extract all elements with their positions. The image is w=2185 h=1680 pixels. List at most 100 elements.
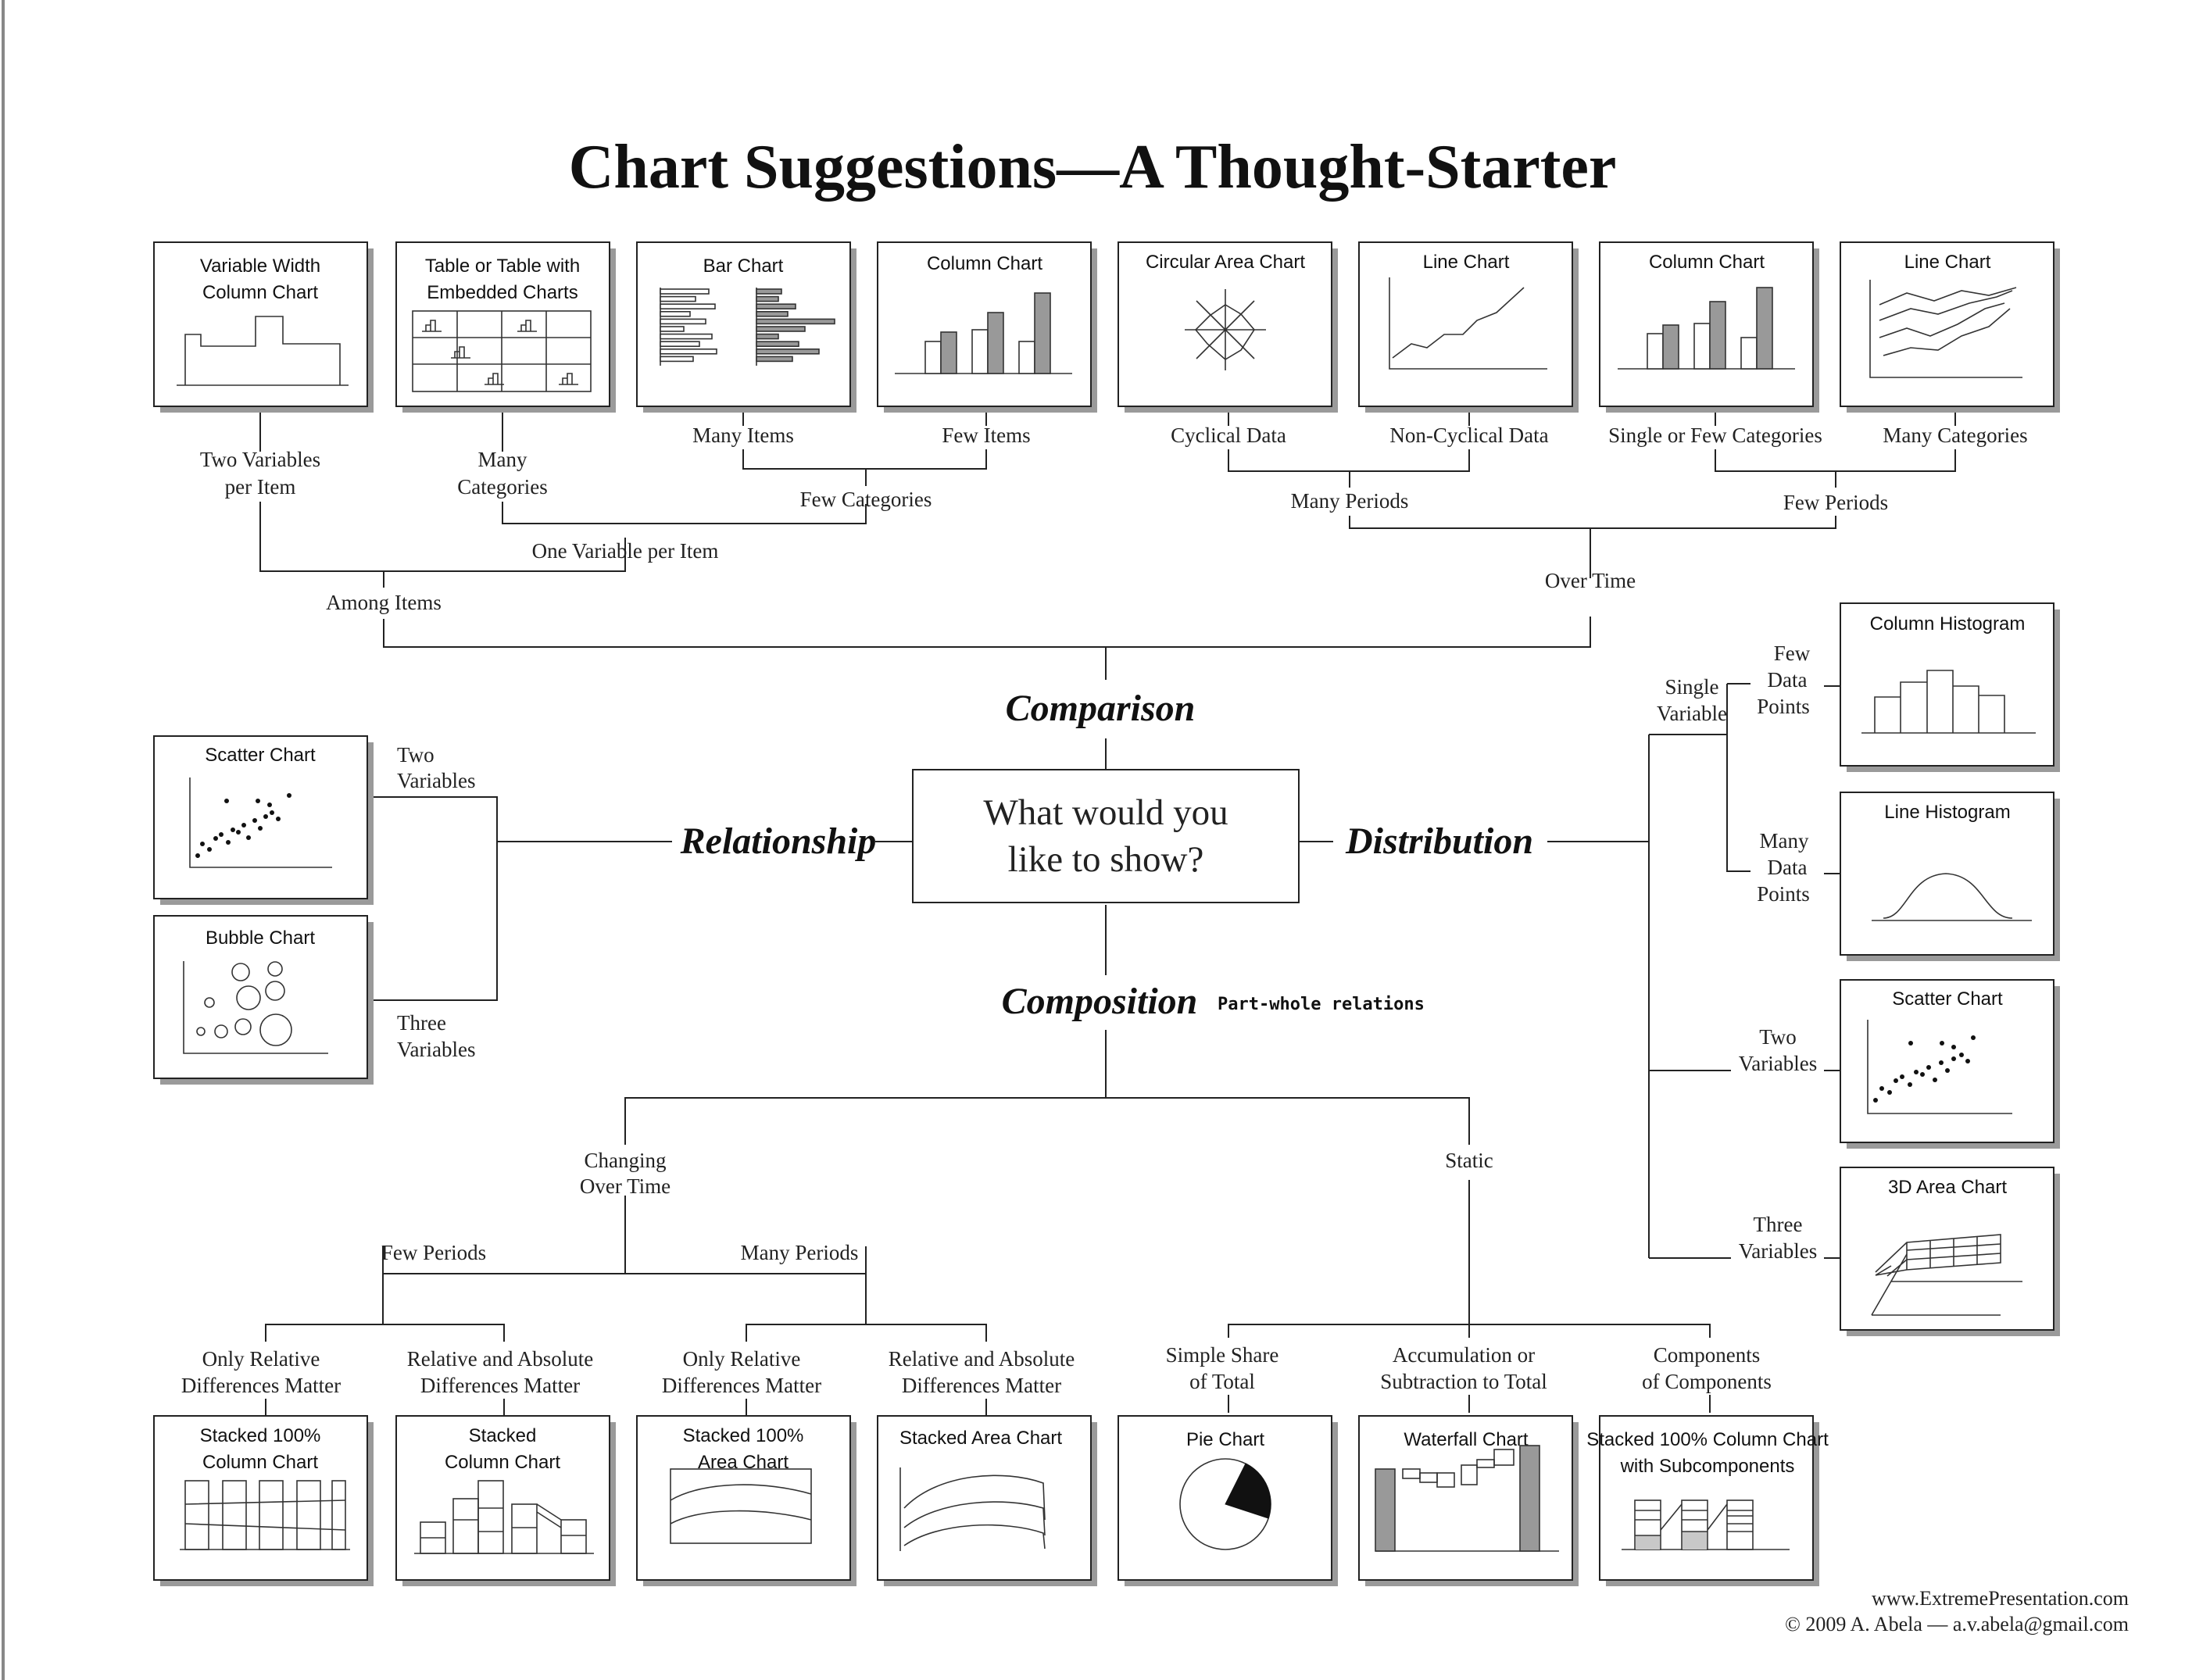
label-few-periods-top: Few Periods xyxy=(1783,491,1888,514)
svg-text:Bar Chart: Bar Chart xyxy=(703,256,784,277)
chart-card-bar-chart: Bar Chart xyxy=(636,241,856,413)
chart-card-line-chart-time: Line Chart xyxy=(1840,241,2060,413)
svg-text:Scatter Chart: Scatter Chart xyxy=(1892,988,2003,1010)
scatter-point xyxy=(1908,1082,1912,1087)
svg-text:Scatter Chart: Scatter Chart xyxy=(205,745,316,766)
label-rel-abs-2b: Differences Matter xyxy=(902,1374,1061,1397)
label-among-items: Among Items xyxy=(326,591,442,614)
category-composition: Composition xyxy=(1002,981,1198,1022)
chart-card-table-embedded: Table or Table with Embedded Charts xyxy=(395,241,616,413)
branch-labels: Two Variables per Item Many Categories M… xyxy=(181,424,2028,1397)
svg-text:Table or Table with: Table or Table with xyxy=(425,256,580,277)
chart-card-line-chart-cyclical: Line Chart xyxy=(1358,241,1579,413)
page-title: Chart Suggestions—A Thought-Starter xyxy=(569,133,1617,202)
label-few-data-points-1: Few xyxy=(1774,642,1811,665)
chart-card-column-histogram: Column Histogram xyxy=(1840,602,2060,772)
svg-text:Stacked Area Chart: Stacked Area Chart xyxy=(899,1428,1062,1449)
label-many-data-points-1: Many xyxy=(1760,829,1809,853)
label-only-relative-2b: Differences Matter xyxy=(662,1374,821,1397)
scatter-point xyxy=(1879,1086,1884,1091)
svg-text:3D Area Chart: 3D Area Chart xyxy=(1888,1177,2007,1198)
chart-card-stacked-100-column: Stacked 100% Column Chart xyxy=(153,1415,374,1586)
label-many-periods-top: Many Periods xyxy=(1291,489,1409,513)
svg-text:Embedded Charts: Embedded Charts xyxy=(427,282,578,303)
bar-mark-light xyxy=(660,303,716,310)
scatter-point xyxy=(226,840,231,845)
scatter-point xyxy=(267,802,272,807)
label-rel-two-1: Two xyxy=(397,743,434,767)
category-comparison: Comparison xyxy=(1006,688,1196,729)
svg-text:Column Chart: Column Chart xyxy=(202,1452,318,1473)
label-one-variable-per-item: One Variable per Item xyxy=(532,539,719,563)
bar-mark-dark xyxy=(756,348,820,355)
label-rel-three-2: Variables xyxy=(397,1038,475,1061)
bar-mark-dark xyxy=(756,310,789,317)
label-over-time: Over Time xyxy=(1545,569,1636,592)
chart-card-stacked-100-area: Stacked 100% Area Chart xyxy=(636,1415,856,1586)
category-relationship: Relationship xyxy=(680,820,877,862)
svg-text:Column Histogram: Column Histogram xyxy=(1870,613,2026,634)
chart-card-stacked-column: Stacked Column Chart xyxy=(395,1415,616,1586)
label-only-relative-1b: Differences Matter xyxy=(181,1374,341,1397)
svg-text:Pie Chart: Pie Chart xyxy=(1186,1429,1264,1450)
svg-text:Stacked 100%: Stacked 100% xyxy=(200,1425,321,1446)
svg-text:Column Chart: Column Chart xyxy=(202,282,318,303)
center-question-line-2: like to show? xyxy=(1008,839,1204,880)
scatter-point xyxy=(256,799,260,803)
label-many-categories-2: Categories xyxy=(457,475,547,499)
label-rel-abs-2a: Relative and Absolute xyxy=(889,1347,1075,1371)
scatter-point xyxy=(1971,1035,1976,1040)
label-many-categories-1: Many xyxy=(478,448,527,471)
footer-copyright: © 2009 A. Abela — a.v.abela@gmail.com xyxy=(1785,1613,2129,1635)
label-few-data-points-2: Data xyxy=(1768,668,1808,692)
label-cyclical-data: Cyclical Data xyxy=(1171,424,1286,447)
bar-mark-dark xyxy=(756,303,796,310)
svg-text:Stacked 100%: Stacked 100% xyxy=(683,1425,804,1446)
scatter-point xyxy=(1951,1056,1956,1061)
chart-card-column-chart-items: Column Chart xyxy=(877,241,1097,413)
chart-card-3d-area: 3D Area Chart xyxy=(1840,1167,2060,1336)
svg-text:Area Chart: Area Chart xyxy=(698,1452,789,1473)
scatter-point xyxy=(224,799,229,803)
bar-mark-dark xyxy=(756,318,835,325)
bar-mark-light xyxy=(660,356,694,363)
label-simple-share-2: of Total xyxy=(1189,1370,1255,1393)
label-changing-over-time-2: Over Time xyxy=(580,1174,671,1198)
label-many-data-points-3: Points xyxy=(1757,882,1810,906)
label-rel-abs-1a: Relative and Absolute xyxy=(407,1347,593,1371)
label-components-1: Components xyxy=(1654,1343,1761,1367)
label-dist-three-2: Variables xyxy=(1739,1239,1817,1263)
chart-card-stacked-area: Stacked Area Chart xyxy=(877,1415,1097,1586)
bar-mark-light xyxy=(660,341,700,348)
svg-text:with Subcomponents: with Subcomponents xyxy=(1620,1456,1795,1477)
chart-card-variable-width-column: Variable Width Column Chart xyxy=(153,241,374,413)
label-many-data-points-2: Data xyxy=(1768,856,1808,879)
scatter-point xyxy=(1914,1070,1919,1074)
chart-card-waterfall: Waterfall Chart xyxy=(1358,1415,1579,1586)
label-non-cyclical-data: Non-Cyclical Data xyxy=(1389,424,1548,447)
scatter-point xyxy=(1959,1053,1964,1057)
scatter-point xyxy=(246,835,251,840)
label-two-vars-per-item-1: Two Variables xyxy=(200,448,320,471)
label-simple-share-1: Simple Share xyxy=(1166,1343,1279,1367)
bar-mark-dark xyxy=(756,326,806,332)
svg-text:Waterfall Chart: Waterfall Chart xyxy=(1404,1429,1528,1450)
label-single-few-categories: Single or Few Categories xyxy=(1608,424,1822,447)
scatter-point xyxy=(241,823,246,827)
scatter-point xyxy=(1908,1041,1913,1046)
scatter-point xyxy=(1887,1090,1892,1095)
bar-mark-dark xyxy=(756,288,782,295)
bar-mark-light xyxy=(660,326,685,332)
composition-note: Part-whole relations xyxy=(1218,995,1425,1014)
svg-text:Bubble Chart: Bubble Chart xyxy=(206,928,315,949)
scatter-point xyxy=(236,830,241,835)
scatter-point xyxy=(1894,1078,1898,1083)
bar-mark-dark xyxy=(756,295,779,302)
label-accumulation-1: Accumulation or xyxy=(1393,1343,1535,1367)
scatter-point xyxy=(1933,1078,1937,1082)
center-question-line-1: What would you xyxy=(983,792,1228,833)
label-few-periods-bottom: Few Periods xyxy=(381,1241,486,1264)
bar-mark-dark xyxy=(756,333,779,340)
scatter-point xyxy=(219,832,224,837)
